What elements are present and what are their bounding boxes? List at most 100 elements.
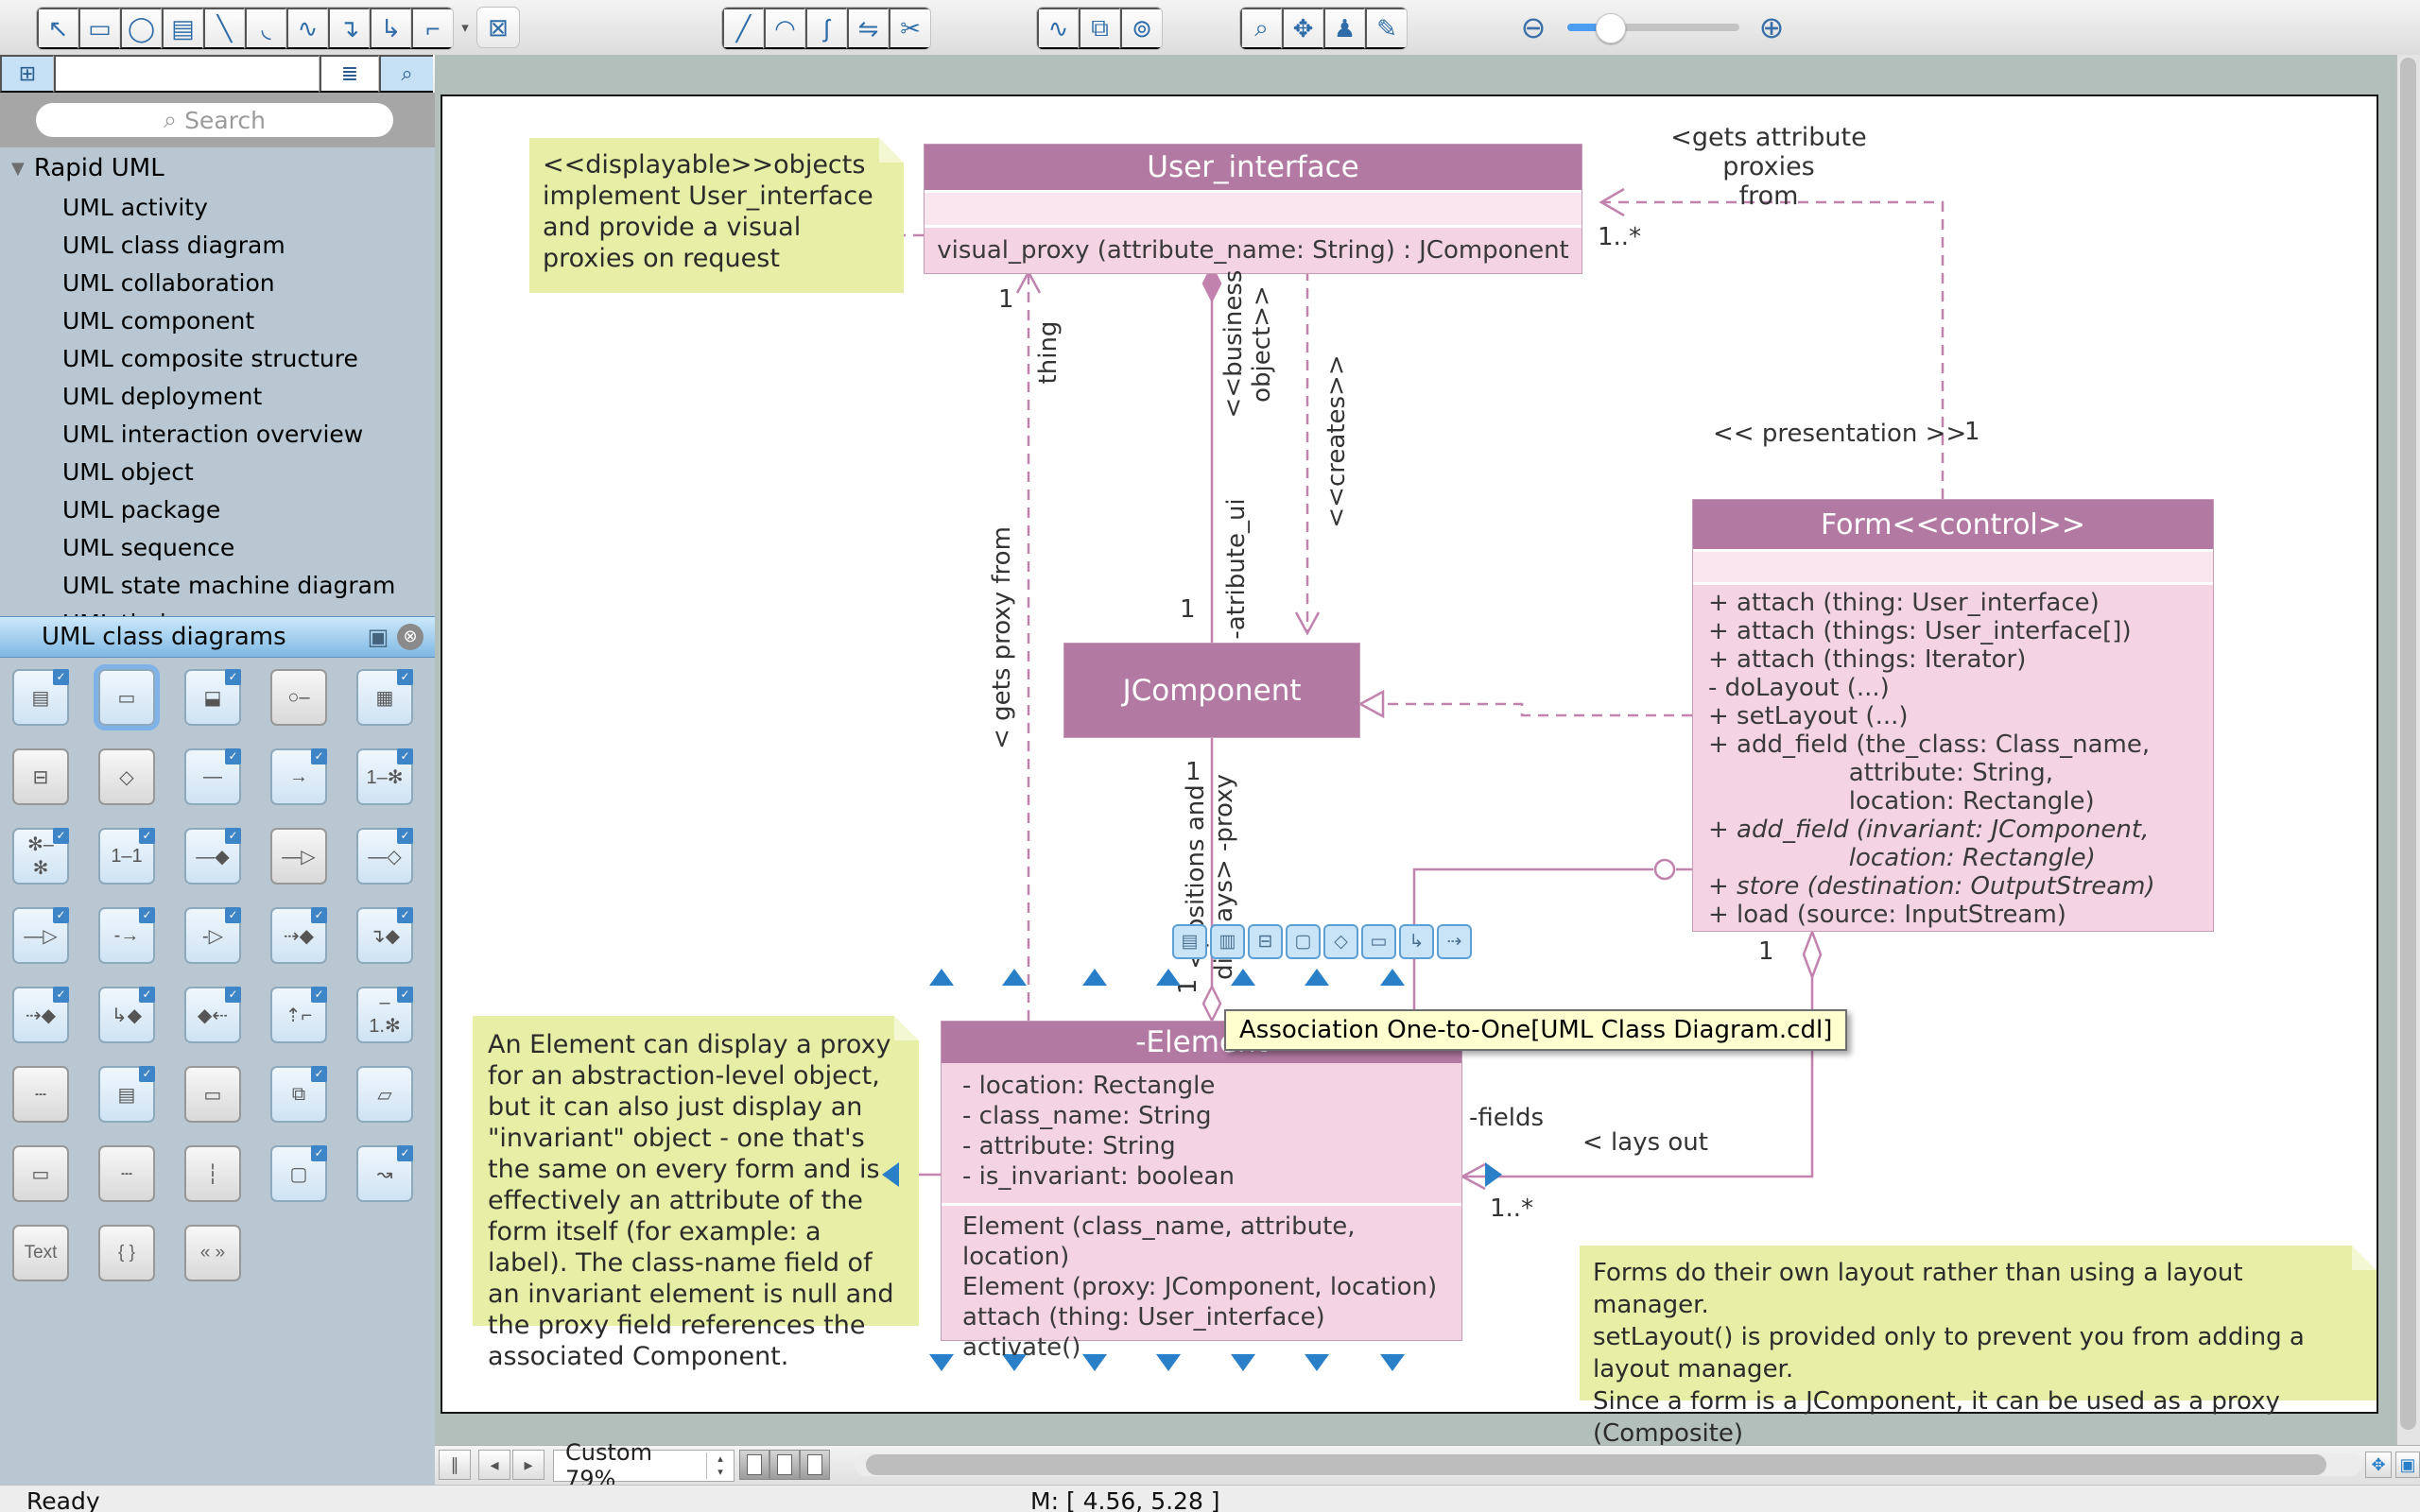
toolbar-button[interactable]: ♟ <box>1323 8 1365 49</box>
toolbar-button[interactable]: ◯ <box>120 8 162 49</box>
selection-handle[interactable] <box>1156 1354 1181 1371</box>
class-element[interactable]: -Element - location: Rectangle- class_na… <box>941 1021 1462 1362</box>
note-element[interactable]: An Element can display a proxy for an ab… <box>473 1016 919 1371</box>
stepper-down-icon[interactable]: ▾ <box>717 1466 723 1478</box>
selection-handle[interactable] <box>1485 1162 1502 1187</box>
selection-handle[interactable] <box>1156 969 1181 986</box>
floating-shape-button[interactable]: ▭ <box>1361 924 1396 959</box>
palette-shape-button[interactable]: ⇡⌐ <box>270 987 327 1043</box>
horizontal-scrollbar-thumb[interactable] <box>866 1454 2326 1475</box>
search-input[interactable]: ⌕ Search <box>36 103 393 137</box>
selection-handle[interactable] <box>1380 969 1405 986</box>
floating-shape-button[interactable]: ⊟ <box>1248 924 1283 959</box>
tree-item[interactable]: UML composite structure <box>62 345 358 372</box>
tree-item[interactable]: UML interaction overview <box>62 421 364 448</box>
tree-root-rapid-uml[interactable]: ▼ Rapid UML <box>0 147 435 189</box>
palette-shape-button[interactable]: ⊟ <box>12 748 69 805</box>
palette-shape-button[interactable]: ┄ <box>12 1066 69 1123</box>
pan-navigator-icon[interactable]: ✥ <box>2365 1452 2392 1478</box>
fit-page-icon[interactable]: ▣ <box>2395 1452 2420 1478</box>
palette-shape-button[interactable]: ↳◆ <box>98 987 155 1043</box>
palette-shape-button[interactable]: ▦ <box>356 669 413 726</box>
toolbar-button[interactable]: ✥ <box>1282 8 1323 49</box>
next-page-button[interactable]: ▸ <box>512 1450 544 1480</box>
zoom-in-icon[interactable]: ⊕ <box>1751 9 1792 46</box>
palette-shape-button[interactable]: — <box>184 748 241 805</box>
tree-item[interactable]: UML timing <box>0 605 435 616</box>
prev-page-button[interactable]: ◂ <box>478 1450 510 1480</box>
zoom-level-control[interactable]: Custom 79% ▴ ▾ <box>553 1439 735 1492</box>
toolbar-button[interactable]: ⊚ <box>1120 8 1162 49</box>
palette-shape-button[interactable]: ┆ <box>184 1145 241 1202</box>
page-view-button[interactable] <box>739 1450 769 1480</box>
note-displayable[interactable]: <<displayable>>objects implement User_in… <box>529 138 904 293</box>
palette-shape-button[interactable]: ▤ <box>12 669 69 726</box>
palette-shape-button[interactable]: —▷ <box>270 828 327 885</box>
toolbar-button[interactable]: ╱ <box>722 8 764 49</box>
class-jcomponent[interactable]: JComponent <box>1063 643 1360 738</box>
floating-shape-button[interactable]: ⇢ <box>1437 924 1472 959</box>
selection-handle[interactable] <box>1305 969 1329 986</box>
note-forms-layout[interactable]: Forms do their own layout rather than us… <box>1580 1246 2377 1448</box>
floating-shape-button[interactable]: ▢ <box>1286 924 1321 959</box>
palette-shape-button[interactable]: -▷ <box>184 907 241 964</box>
tree-item[interactable]: UML component <box>62 307 255 335</box>
vertical-scrollbar[interactable] <box>2396 55 2420 1445</box>
search-view-icon[interactable]: ⌕ <box>379 55 433 93</box>
palette-shape-button[interactable]: ○– <box>270 669 327 726</box>
toolbar-button[interactable]: ∿ <box>1037 8 1079 49</box>
toolbar-button[interactable]: ⇋ <box>847 8 889 49</box>
palette-shape-button[interactable]: ▱ <box>356 1066 413 1123</box>
toolbar-button[interactable]: ✎ <box>1365 8 1407 49</box>
toolbar-button[interactable]: ↖ <box>37 8 78 49</box>
tree-item[interactable]: UML sequence <box>62 534 235 561</box>
zoom-slider[interactable] <box>1567 13 1739 43</box>
list-view-icon[interactable]: ≣ <box>320 55 379 93</box>
palette-shape-button[interactable]: ↝ <box>356 1145 413 1202</box>
palette-shape-button[interactable]: Text <box>12 1225 69 1281</box>
palette-shape-button[interactable]: ⇢◆ <box>270 907 327 964</box>
palette-shape-button[interactable]: → <box>270 748 327 805</box>
connector-menu-caret-icon[interactable]: ▾ <box>461 19 469 36</box>
palette-shape-button[interactable]: —▷ <box>12 907 69 964</box>
toolbar-button[interactable]: ◟ <box>245 8 286 49</box>
palette-shape-button[interactable]: ⬓ <box>184 669 241 726</box>
zoom-out-icon[interactable]: ⊖ <box>1512 9 1554 46</box>
toolbar-button[interactable]: ▤ <box>162 8 203 49</box>
selection-handle[interactable] <box>1082 969 1107 986</box>
palette-shape-button[interactable]: 1–1 <box>98 828 155 885</box>
toolbar-button[interactable]: ▭ <box>78 8 120 49</box>
toolbar-button[interactable]: ╲ <box>203 8 245 49</box>
selection-handle[interactable] <box>1231 969 1255 986</box>
class-user-interface[interactable]: User_interface visual_proxy (attribute_n… <box>924 144 1582 274</box>
tree-view-icon[interactable]: ⊞ <box>0 55 54 93</box>
stepper-up-icon[interactable]: ▴ <box>717 1452 723 1465</box>
disconnect-tool-button[interactable]: ⊠ <box>476 7 520 48</box>
palette-shape-button[interactable]: « » <box>184 1225 241 1281</box>
selection-handle[interactable] <box>882 1162 899 1187</box>
selection-handle[interactable] <box>929 969 954 986</box>
tree-item[interactable]: UML class diagram <box>62 232 285 259</box>
floating-shape-button[interactable]: ◇ <box>1323 924 1358 959</box>
selection-handle[interactable] <box>1231 1354 1255 1371</box>
selection-handle[interactable] <box>1082 1354 1107 1371</box>
tree-item[interactable]: UML collaboration <box>62 269 275 297</box>
palette-shape-button[interactable]: –1.✻ <box>356 987 413 1043</box>
toolbar-button[interactable]: ↴ <box>328 8 370 49</box>
toolbar-button[interactable]: ↳ <box>370 8 411 49</box>
floating-shape-button[interactable]: ↳ <box>1399 924 1434 959</box>
toolbar-button[interactable]: ⌕ <box>1240 8 1282 49</box>
palette-shape-button[interactable]: —◆ <box>184 828 241 885</box>
tree-item[interactable]: UML activity <box>62 194 208 221</box>
document-page[interactable]: <<displayable>>objects implement User_in… <box>441 94 2378 1448</box>
palette-header[interactable]: UML class diagrams ▣ ⊗ <box>0 616 435 658</box>
zoom-slider-thumb[interactable] <box>1596 13 1626 43</box>
floating-shape-button[interactable]: ▥ <box>1210 924 1245 959</box>
pause-button[interactable]: ∥ <box>439 1450 471 1480</box>
zoom-stepper[interactable]: ▴ ▾ <box>706 1452 734 1479</box>
tree-item[interactable]: UML object <box>62 458 194 486</box>
page-view-button[interactable] <box>769 1450 800 1480</box>
palette-shape-button[interactable]: ◆⇠ <box>184 987 241 1043</box>
panel-blank-button[interactable] <box>54 55 320 93</box>
toolbar-button[interactable]: ⌐ <box>411 8 453 49</box>
